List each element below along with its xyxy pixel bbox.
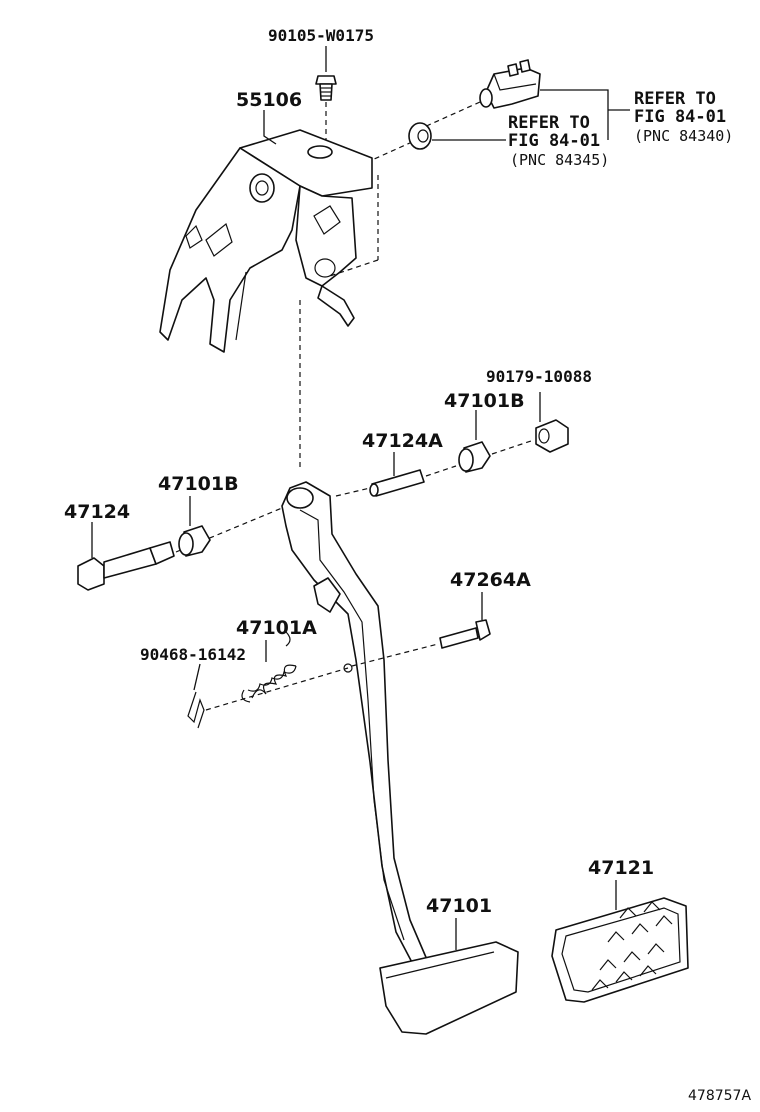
label-bolt-top: 90105-W0175 [268,26,374,45]
label-bracket: 55106 [236,89,302,111]
label-bolt-left: 47124 [64,501,130,523]
pedal-cushion [408,122,432,150]
label-refer2-b: FIG 84-01 [508,131,600,151]
label-bush-left: 47101B [158,473,239,495]
label-refer2-a: REFER TO [508,113,590,133]
label-refer2-c: (PNC 84345) [510,151,609,169]
label-refer1-a: REFER TO [634,89,716,109]
stop-lamp-switch [479,59,541,109]
collar-pipe [369,469,425,497]
label-clip: 90468-16142 [140,645,246,664]
label-refer1-b: FIG 84-01 [634,107,726,127]
label-pedal: 47101 [426,895,492,917]
pedal-bracket [159,129,373,353]
return-spring [241,631,297,703]
figure-id: 478757A [688,1088,751,1104]
pedal-arm [281,481,429,971]
label-refer1-c: (PNC 84340) [634,127,733,145]
clevis-pin [439,619,491,649]
pedal-pad [379,941,519,1035]
bush-left [178,525,211,557]
label-pin: 47264A [450,569,531,591]
label-pad: 47121 [588,857,654,879]
bush-right [458,441,491,473]
pivot-bolt [77,541,175,591]
nut [535,419,569,453]
clip [187,691,205,729]
label-spring: 47101A [236,617,317,639]
label-pipe: 47124A [362,430,443,452]
pad-cover [551,897,689,1003]
label-bush-right: 47101B [444,390,525,412]
label-nut: 90179-10088 [486,367,592,386]
top-bolt [315,75,337,101]
